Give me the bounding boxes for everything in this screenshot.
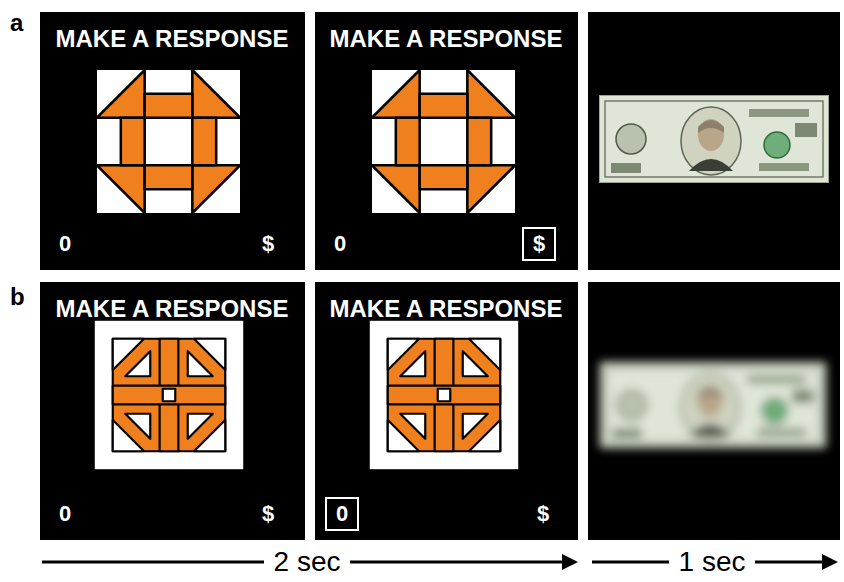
response-option: $ — [533, 232, 545, 256]
selected-response-box: $ — [522, 227, 556, 261]
prompt-text: MAKE A RESPONSE — [56, 296, 289, 322]
selected-response-box: 0 — [325, 497, 359, 531]
panel-letter: a — [10, 10, 23, 36]
trial-screen: MAKE A RESPONSE 0 $ — [40, 282, 305, 540]
response-option: 0 — [334, 232, 346, 256]
trial-screen: MAKE A RESPONSE 0 $ — [40, 12, 305, 270]
response-option: $ — [262, 502, 274, 526]
prompt-text: MAKE A RESPONSE — [330, 26, 563, 52]
panel-letter: b — [10, 284, 25, 310]
response-option: $ — [537, 502, 549, 526]
duration-label: 1 sec — [669, 547, 756, 578]
response-option: 0 — [59, 232, 71, 256]
trial-screen: MAKE A RESPONSE $0 — [315, 282, 578, 540]
response-option: 0 — [336, 502, 348, 526]
response-option: $ — [262, 232, 274, 256]
prompt-text: MAKE A RESPONSE — [330, 296, 563, 322]
prompt-text: MAKE A RESPONSE — [56, 26, 289, 52]
response-option: 0 — [59, 502, 71, 526]
duration-label: 2 sec — [264, 547, 351, 578]
trial-screen: MAKE A RESPONSE 0 $ — [315, 12, 578, 270]
